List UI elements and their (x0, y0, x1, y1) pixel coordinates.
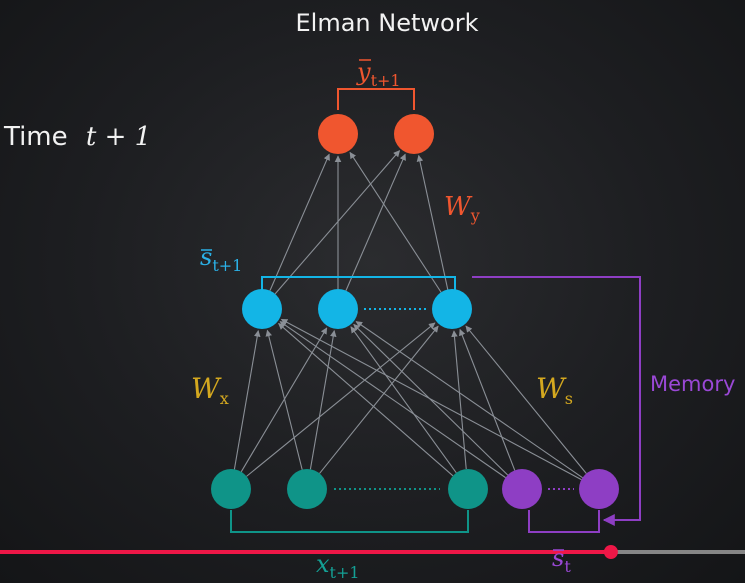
hidden-label: st+1 (200, 243, 242, 275)
memory-state-label: st (552, 544, 571, 576)
diagram-title: Elman Network (296, 9, 479, 37)
memory-label: Memory (650, 372, 735, 396)
output-node-1 (318, 114, 358, 154)
edge-hidden0-output1 (274, 150, 401, 295)
edge-input1-hidden1 (309, 330, 337, 470)
time-label-math: t + 1 (86, 122, 151, 152)
edge-memory0-hidden2 (459, 328, 516, 471)
edge-input0-hidden0 (233, 330, 261, 470)
edge-input0-hidden1 (240, 327, 328, 473)
edge-memory1-hidden2 (465, 325, 587, 474)
input-bracket (230, 510, 469, 533)
memory-node-2 (579, 469, 619, 509)
hidden-node-2 (318, 289, 358, 329)
time-label: Time t + 1 (3, 122, 151, 152)
hidden-node-1 (242, 289, 282, 329)
edge-hidden2-output1 (416, 154, 449, 290)
edge-input0-hidden2 (246, 322, 436, 477)
memory-feedback-arrow (472, 276, 641, 526)
hidden-bracket (261, 276, 456, 290)
edge-hidden0-output0 (269, 153, 330, 291)
output-node-2 (394, 114, 434, 154)
output-label: yt+1 (356, 58, 401, 90)
ws-label: Ws (536, 372, 573, 408)
hidden-node-3 (432, 289, 472, 329)
edge-input1-hidden0 (265, 329, 303, 470)
wy-label: Wy (444, 192, 480, 225)
edge-input2-hidden2 (451, 330, 467, 470)
edge-memory1-hidden1 (355, 321, 583, 479)
edge-hidden1-output1 (345, 153, 406, 291)
edge-memory1-hidden0 (280, 318, 582, 481)
video-progress-bar[interactable] (0, 545, 745, 559)
progress-fill (0, 550, 611, 554)
edge-hidden2-output0 (349, 151, 442, 293)
progress-scrubber-handle[interactable] (603, 545, 618, 559)
memory-state-bracket (528, 510, 600, 533)
edge-input2-hidden1 (350, 326, 457, 474)
edge-memory0-hidden0 (279, 321, 506, 479)
edge-input1-hidden2 (319, 325, 439, 474)
input-node-1 (211, 469, 251, 509)
output-bracket (337, 88, 415, 110)
input-node-3 (448, 469, 488, 509)
connections (233, 150, 587, 481)
wx-label: Wx (191, 372, 229, 408)
edge-input2-hidden0 (278, 323, 454, 477)
time-label-prefix: Time (3, 122, 68, 152)
nodes (211, 114, 619, 509)
input-label: xt+1 (316, 550, 360, 582)
input-node-2 (287, 469, 327, 509)
memory-node-1 (502, 469, 542, 509)
